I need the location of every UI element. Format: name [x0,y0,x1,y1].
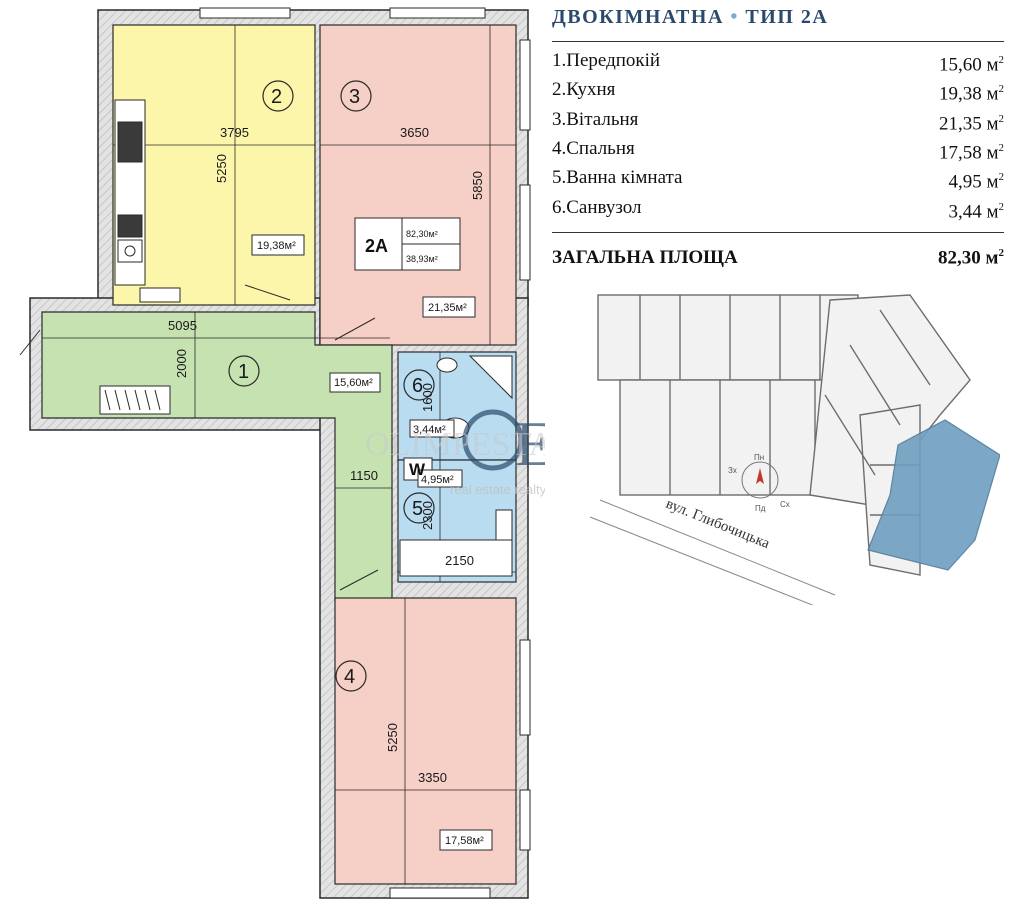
total-area-label: ЗАГАЛЬНА ПЛОЩА [552,246,738,268]
apartment-type: ТИП 2А [745,6,829,28]
area-bedroom: 17,58м² [445,835,484,847]
highlighted-apartment [867,419,1000,571]
dim-bedroom-height: 5250 [385,723,400,752]
dim-kitchen-width: 3795 [220,125,249,140]
room-number-2: 2 [271,86,282,108]
area-hall: 15,60м² [334,377,373,389]
svg-text:Сх: Сх [780,500,790,509]
washer-label: W [409,460,426,479]
room-kitchen [112,24,316,306]
building-location-map: вул. Глибочицька Пн Сх Пд Зх [589,294,1000,605]
svg-text:OLIMPESTATE: OLIMPESTATE [365,426,545,463]
area-kitchen: 19,38м² [257,240,296,252]
svg-text:Пн: Пн [754,453,764,462]
dim-hall-width: 5095 [168,318,197,333]
apartment-kind: ДВОКІМНАТНА [552,6,724,28]
dim-hall-height: 2000 [174,349,189,378]
area-wc: 3,44м² [413,424,446,436]
svg-text:Зх: Зх [728,466,737,475]
room-living [319,24,517,346]
watermark-logo: E OLIMPESTATE real estate realty [365,408,545,497]
plan-type-code: 2А [365,236,388,256]
plan-total-area: 82,30м² [406,229,438,239]
top-rule [552,41,1004,42]
dim-bath-width: 2150 [445,553,474,568]
plan-living-area: 38,93м² [406,254,438,264]
bottom-rule [552,231,1004,233]
area-bath: 4,95м² [421,474,454,486]
room-hall [41,311,393,601]
dim-living-height: 5850 [470,171,485,200]
dim-corridor-width: 1150 [350,468,378,483]
area-living: 21,35м² [428,302,467,314]
title-separator: • [730,6,739,28]
svg-text:Пд: Пд [755,504,766,513]
total-area-value: 82,30 м2 [938,246,1004,269]
apartment-title: ДВОКІМНАТНА • ТИП 2А [552,6,1004,29]
dim-bedroom-width: 3350 [418,770,447,785]
total-area-row: ЗАГАЛЬНА ПЛОЩА 82,30 м2 [552,247,1004,269]
room-number-1: 1 [238,361,249,383]
room-number-5: 5 [412,498,423,520]
room-number-3: 3 [349,86,360,108]
dim-kitchen-height: 5250 [214,154,229,183]
compass-icon: Пн Сх Пд Зх [728,453,790,513]
svg-text:E: E [515,408,545,479]
room-number-4: 4 [344,666,355,688]
room-number-6: 6 [412,375,423,397]
floor-plan: 3795 5250 3650 5850 5095 2000 1150 2300 … [19,7,545,899]
dim-living-width: 3650 [400,125,429,140]
svg-text:real estate realty: real estate realty [450,482,545,497]
